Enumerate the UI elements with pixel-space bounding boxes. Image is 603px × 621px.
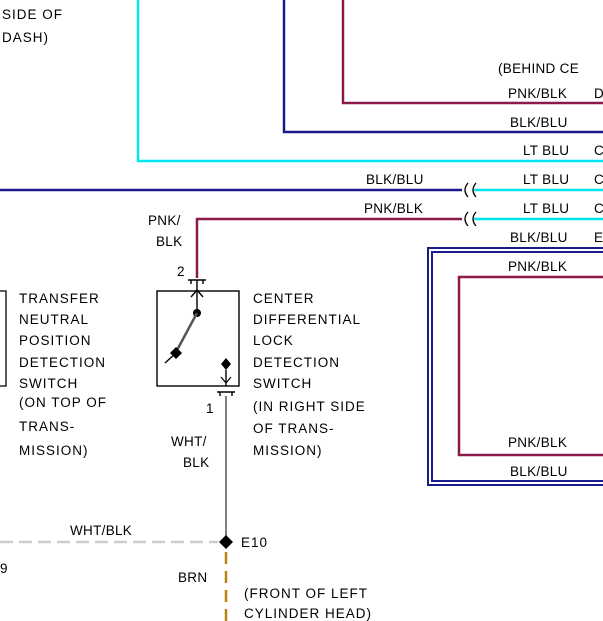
center-switch-label-5: SWITCH [253, 376, 312, 391]
switch-contact-arrow [220, 376, 232, 384]
wht-blk-vertical-label-1: WHT/ [171, 434, 207, 449]
pnk-blk-box-top-label: PNK/BLK [508, 259, 567, 274]
transfer-switch-label-3: POSITION [19, 333, 92, 348]
transfer-switch-label-8: MISSION) [19, 443, 89, 458]
blk-blu-box-suffix: E [594, 230, 603, 245]
center-switch-label-1: CENTER [253, 291, 315, 306]
pin-1-label: 1 [206, 401, 215, 416]
top-terminal-symbol [188, 279, 206, 312]
wht-blk-vertical-label-2: BLK [183, 455, 209, 470]
ground-location-line-1: (FRONT OF LEFT [244, 586, 368, 601]
connector-symbol-2 [464, 211, 477, 227]
left-edge-number: 9 [0, 561, 9, 576]
ground-id: E10 [241, 535, 268, 550]
blk-blu-wire-loop [282, 0, 603, 134]
lt-blu-3-label: LT BLU [523, 201, 569, 216]
connector-symbol-1 [464, 182, 477, 198]
transfer-switch-box [0, 290, 7, 387]
blk-blu-box-bottom-label: BLK/BLU [510, 464, 568, 479]
blk-blu-top-label: BLK/BLU [510, 115, 568, 130]
blk-blu-box-inner [431, 251, 603, 482]
blk-blu-main-label: BLK/BLU [366, 172, 424, 187]
center-switch-label-6: (IN RIGHT SIDE [253, 399, 366, 414]
lt-blu-2-suffix: C [594, 172, 603, 187]
pnk-blk-top-label: PNK/BLK [508, 86, 567, 101]
pnk-blk-vertical-label-1: PNK/ [148, 213, 181, 228]
top-left-note-line-1: SIDE OF [2, 7, 63, 22]
pnk-blk-top-suffix: D [594, 86, 603, 101]
lt-blu-1-suffix: C [594, 143, 603, 158]
transfer-switch-label-7: TRANS- [19, 419, 75, 434]
pnk-blk-vertical-label-2: BLK [156, 234, 182, 249]
center-switch-box [156, 290, 240, 387]
top-left-note-line-2: DASH) [2, 30, 49, 45]
transfer-switch-label-4: DETECTION [19, 355, 106, 370]
transfer-switch-label-6: (ON TOP OF [19, 395, 107, 410]
behind-note: (BEHIND CE [498, 61, 579, 76]
transfer-switch-label-5: SWITCH [19, 376, 78, 391]
ground-location-line-2: CYLINDER HEAD) [244, 606, 372, 621]
pin-2-label: 2 [177, 264, 186, 279]
pnk-blk-main-label: PNK/BLK [364, 201, 423, 216]
pnk-blk-main-wire [195, 217, 462, 278]
switch-contact-right [221, 358, 231, 370]
lt-blu-2-label: LT BLU [523, 172, 569, 187]
center-switch-label-8: MISSION) [253, 443, 323, 458]
blk-blu-box-label: BLK/BLU [510, 230, 568, 245]
center-switch-label-7: OF TRANS- [253, 421, 335, 436]
pnk-blk-box-wire [457, 275, 603, 457]
lt-blu-1-label: LT BLU [523, 143, 569, 158]
center-switch-label-3: LOCK [253, 333, 294, 348]
transfer-switch-label-1: TRANSFER [19, 291, 100, 306]
bottom-terminal-symbol [217, 391, 235, 396]
lt-blu-wire-loop [136, 0, 603, 163]
switch-blade [174, 312, 199, 353]
transfer-switch-label-2: NEUTRAL [19, 312, 89, 327]
switch-pivot-lead [164, 352, 177, 364]
center-switch-label-4: DETECTION [253, 355, 340, 370]
lt-blu-3-suffix: C [594, 201, 603, 216]
wht-blk-horizontal-label: WHT/BLK [70, 523, 132, 538]
brn-label: BRN [178, 570, 207, 585]
splice-e10-dot [219, 535, 233, 549]
blk-blu-box-outer [427, 247, 603, 486]
pnk-blk-box-bottom-label: PNK/BLK [508, 435, 567, 450]
center-switch-label-2: DIFFERENTIAL [253, 312, 361, 327]
pnk-blk-wire-loop [341, 0, 603, 105]
